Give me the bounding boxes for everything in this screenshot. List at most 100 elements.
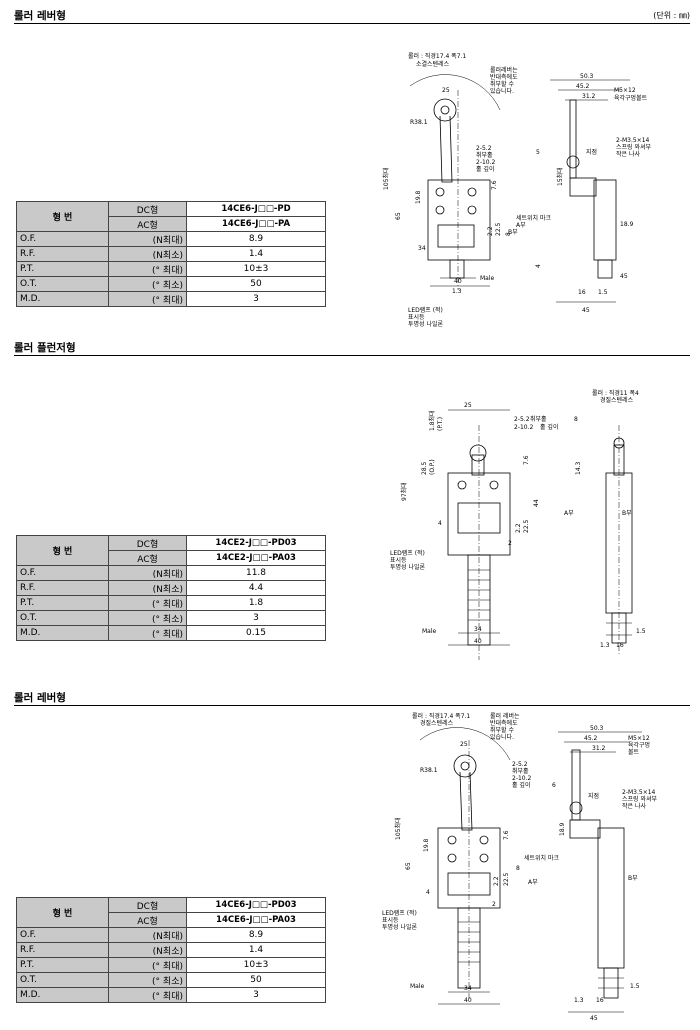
- dim-label: A부: [528, 879, 538, 886]
- param-value: 10±3: [186, 957, 326, 973]
- model-code: 14CE6-J□□-PD: [186, 201, 326, 217]
- dim-label: 1.3: [574, 997, 584, 1004]
- dim-label: 7.6: [523, 455, 530, 465]
- dim-label: 1.5: [630, 983, 640, 990]
- dim-label: A부: [516, 222, 526, 229]
- current-type: AC형: [108, 912, 187, 928]
- dim-label: R38.1: [420, 767, 438, 774]
- dim-label: 45: [590, 1015, 598, 1022]
- switch-body-side: [593, 179, 617, 261]
- param-value: 1.4: [186, 246, 326, 262]
- dim-label: 홀 깊이: [540, 423, 558, 431]
- dim-label: 취부홀: [476, 151, 493, 159]
- dim-label: (O.P.): [429, 459, 436, 475]
- dim-label: 34: [464, 985, 472, 992]
- table-row: 형 번 DC형 14CE6-J□□-PD: [16, 201, 326, 232]
- param-unit: (° 최대): [108, 625, 187, 641]
- dim-label: 8: [574, 416, 578, 423]
- lever-note: 있습니다.: [490, 733, 514, 741]
- param-unit: (° 최대): [108, 261, 187, 277]
- roller: [469, 444, 487, 462]
- dim-label: 45: [620, 273, 628, 280]
- dim-label: 육각구멍: [628, 741, 650, 749]
- led-note: 표시등: [408, 314, 425, 321]
- dim-label: 65: [395, 212, 402, 220]
- section-roller-lever-1: 롤러 레버형 형 번 DC형 14CE6-J□□-PD AC형 14CE6-J□…: [0, 0, 700, 340]
- param-unit: (° 최소): [108, 972, 187, 988]
- param-name: P.T.: [16, 595, 109, 611]
- lever-note: 있습니다.: [490, 87, 514, 95]
- current-type: AC형: [108, 216, 187, 232]
- roller-note: 롤러 : 직경11 폭4: [592, 389, 639, 397]
- dim-label: 7.6: [503, 830, 510, 840]
- mount-hole: [457, 480, 467, 490]
- dim-label: 16: [578, 289, 586, 296]
- section-divider: [14, 355, 690, 356]
- dim-label: 1.8최대: [428, 410, 436, 431]
- param-name: O.F.: [16, 565, 109, 581]
- param-value: 3: [186, 610, 326, 626]
- led-note: 투명성 나일론: [408, 320, 444, 328]
- table-row: P.T. (° 최대) 10±3: [16, 957, 326, 973]
- param-value: 8.9: [186, 927, 326, 943]
- mount-hole: [447, 835, 457, 845]
- dim-label: 7.6: [491, 180, 498, 190]
- dim-label: 작은 나사: [622, 802, 646, 810]
- table-row: O.T. (° 최소) 50: [16, 276, 326, 292]
- param-value: 1.4: [186, 942, 326, 958]
- table-row: AC형 14CE2-J□□-PA03: [17, 550, 326, 566]
- led-note: LED램프 (적): [382, 910, 417, 917]
- model-code: 14CE6-J□□-PA: [186, 216, 326, 232]
- table-row: R.F. (N최소) 1.4: [16, 246, 326, 262]
- param-value: 3: [186, 987, 326, 1003]
- section-title: 롤러 레버형: [14, 692, 66, 704]
- dim-label: 지점: [586, 148, 597, 156]
- dim-label: 16: [596, 997, 604, 1004]
- model-header: 형 번: [16, 201, 109, 232]
- dim-label: 홀 깊이: [476, 165, 494, 173]
- param-value: 1.8: [186, 595, 326, 611]
- table-row: O.T. (° 최소) 50: [16, 972, 326, 988]
- param-unit: (° 최소): [108, 610, 187, 626]
- mount-hole: [435, 205, 445, 215]
- spec-table: 형 번 DC형 14CE6-J□□-PD03 AC형 14CE6-J□□-PA0…: [16, 897, 326, 1003]
- mount-hole: [479, 853, 489, 863]
- table-row: O.F. (N최대) 11.8: [16, 565, 326, 581]
- plunger: [471, 454, 485, 476]
- dim-label: 스프링 와셔부: [616, 143, 652, 151]
- table-row: O.T. (° 최소) 3: [16, 610, 326, 626]
- model-code: 14CE2-J□□-PD03: [186, 535, 326, 551]
- dim-label: 2-10.2: [476, 159, 496, 166]
- mount-hole: [489, 480, 499, 490]
- section-title: 롤러 레버형: [14, 10, 66, 22]
- param-unit: (° 최대): [108, 291, 187, 307]
- dim-label: 세트위치 마크: [524, 854, 560, 862]
- section-divider: [14, 23, 690, 24]
- dim-label: 40: [474, 638, 482, 645]
- dim-label: 15최대: [556, 167, 564, 186]
- dim-label: M5×12: [628, 735, 650, 742]
- dim-label: 34: [474, 626, 482, 633]
- model-code: 14CE2-J□□-PA03: [186, 550, 326, 566]
- param-value: 4.4: [186, 580, 326, 596]
- connector: [449, 259, 465, 279]
- dim-label: 4: [438, 520, 442, 527]
- dim-label: B부: [622, 510, 632, 517]
- table-row: M.D. (° 최대) 0.15: [16, 625, 326, 641]
- param-name: O.T.: [16, 276, 109, 292]
- dim-label: 2: [492, 901, 496, 908]
- model-header: 형 번: [16, 535, 109, 566]
- dim-label: 18.9: [559, 822, 566, 836]
- param-value: 3: [186, 291, 326, 307]
- table-row: M.D. (° 최대) 3: [16, 291, 326, 307]
- param-value: 0.15: [186, 625, 326, 641]
- roller-note: 경질스텐레스: [420, 719, 454, 727]
- dim-label: 2: [508, 540, 512, 547]
- section-title: 롤러 플런저형: [14, 342, 76, 354]
- dim-label: 34: [418, 245, 426, 252]
- param-unit: (N최소): [108, 580, 187, 596]
- dim-label: 50.3: [590, 725, 604, 732]
- param-name: M.D.: [16, 291, 109, 307]
- dim-label: 44: [533, 499, 540, 507]
- table-row: R.F. (N최소) 1.4: [16, 942, 326, 958]
